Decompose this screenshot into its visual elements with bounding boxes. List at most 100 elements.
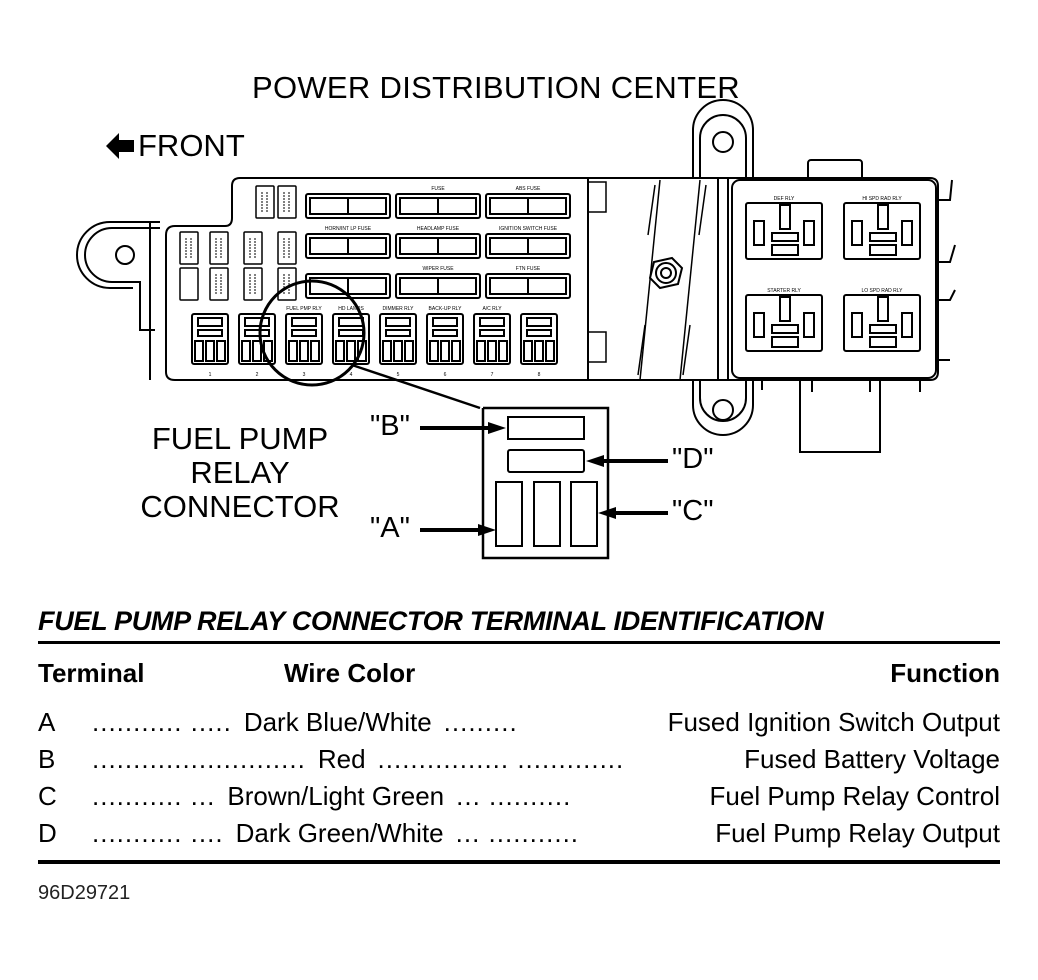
bottom-mounting-ear — [692, 380, 754, 436]
callout-a-label: "A" — [370, 512, 410, 544]
mini-fuse — [243, 267, 263, 301]
maxi-fuse-label: WIPER FUSE — [422, 266, 454, 272]
magnifier-leader-line — [351, 363, 481, 410]
mini-fuse — [255, 185, 275, 219]
relay-socket: BACK-UP RLY 6 — [426, 306, 464, 378]
mini-fuse — [243, 231, 263, 265]
relay-number: 3 — [303, 372, 306, 378]
arrow-left-icon — [106, 133, 134, 159]
large-relay-label: LO SPD RAD RLY — [861, 288, 903, 294]
maxi-fuse: IGNITION SWITCH FUSE — [485, 226, 571, 259]
maxi-fuse: HORN/INT LP FUSE — [305, 226, 391, 259]
connector-label-line: FUEL PUMP — [151, 421, 329, 456]
callout-c-label: "C" — [672, 495, 714, 527]
maxi-fuse: HEADLAMP FUSE — [395, 226, 481, 259]
relay-label: BACK-UP RLY — [429, 306, 463, 312]
large-relay-label: STARTER RLY — [767, 288, 801, 294]
large-relay-label: DEF RLY — [774, 196, 795, 202]
connector-label: FUEL PUMP RELAY CONNECTOR — [120, 422, 360, 524]
function-cell: Fuel Pump Relay Control — [709, 780, 1000, 811]
terminal-cell: A — [38, 706, 56, 737]
function-cell: Fuel Pump Relay Output — [715, 817, 1000, 848]
header-wire-color: Wire Color — [284, 658, 416, 688]
leader-dots: ... .......... — [456, 780, 572, 811]
relay-number: 4 — [350, 372, 353, 378]
front-direction-label: FRONT — [106, 128, 245, 164]
wire-color-cell: Red — [317, 743, 366, 774]
magnifier-circle — [258, 279, 366, 387]
large-relay-socket: HI SPD RAD RLY — [843, 196, 921, 260]
table-row: A........... .....Dark Blue/White.......… — [38, 704, 1000, 740]
diagram-title: POWER DISTRIBUTION CENTER — [251, 70, 740, 105]
relay-label: DIMMER RLY — [382, 306, 414, 312]
wire-color-cell: Dark Blue/White — [243, 706, 432, 737]
relay-number: 1 — [209, 372, 212, 378]
relay-socket: 2 — [238, 313, 276, 378]
leader-dots: ........... ... — [92, 780, 216, 811]
mounting-strap — [637, 179, 707, 381]
maxi-fuse: ABS FUSE — [485, 186, 571, 219]
wire-color-cell: Brown/Light Green — [227, 780, 445, 811]
terminal-cell: D — [38, 817, 57, 848]
mini-fuse — [179, 267, 199, 301]
header-terminal: Terminal — [38, 658, 145, 688]
terminal-c-slot — [570, 481, 598, 547]
relay-number: 2 — [256, 372, 259, 378]
table-row: D........... ....Dark Green/White... ...… — [38, 815, 1000, 851]
relay-label: A/C RLY — [482, 306, 502, 312]
housing-outline — [165, 177, 939, 381]
large-relay-socket: LO SPD RAD RLY — [843, 288, 921, 352]
maxi-fuse-label: ABS FUSE — [516, 186, 541, 192]
terminal-cell: C — [38, 780, 57, 811]
leader-dots: ... ........... — [455, 817, 580, 848]
mini-fuse — [277, 231, 297, 265]
leader-dots: ........... ..... — [92, 706, 232, 737]
maxi-fuse-label: FUSE — [431, 186, 445, 192]
maxi-fuse: WIPER FUSE — [395, 266, 481, 299]
large-relay-box — [731, 179, 937, 379]
mini-fuse — [179, 231, 199, 265]
maxi-fuse-label: FTN FUSE — [516, 266, 541, 272]
terminal-cell: B — [38, 743, 56, 774]
relay-label: HD LAMPS — [338, 306, 364, 312]
left-mounting-ear — [76, 221, 160, 380]
maxi-fuse: FUSE — [395, 186, 481, 219]
figure-code: 96D29721 — [38, 882, 131, 904]
connector-label-line: CONNECTOR — [140, 489, 340, 524]
table-top-rule — [38, 641, 1000, 644]
top-mounting-ear — [692, 99, 754, 178]
terminal-a-slot — [495, 481, 523, 547]
relay-number: 5 — [397, 372, 400, 378]
terminal-d-slot — [507, 449, 585, 473]
relay-socket: 8 — [520, 313, 558, 378]
relay-number: 8 — [538, 372, 541, 378]
mini-fuse — [209, 267, 229, 301]
table-bottom-rule — [38, 860, 1000, 864]
callout-b-label: "B" — [370, 410, 410, 442]
table-row: B..........................Red..........… — [38, 741, 1000, 777]
large-relay-socket: DEF RLY — [745, 196, 823, 260]
fuel-pump-relay-connector — [481, 406, 610, 560]
cable-bundle — [799, 380, 881, 453]
bolt-icon — [648, 256, 684, 290]
relay-number: 6 — [444, 372, 447, 378]
relay-label: FUEL PMP RLY — [286, 306, 322, 312]
table-row: C ........... ... Brown/Light Green ... ...… — [38, 778, 1000, 814]
header-function: Function — [890, 658, 1000, 688]
relay-socket: DIMMER RLY 5 — [379, 306, 417, 378]
mini-fuse-cluster — [179, 185, 297, 301]
terminal-b-slot — [507, 416, 585, 440]
table-title: FUEL PUMP RELAY CONNECTOR TERMINAL IDENT… — [38, 606, 824, 636]
maxi-fuse: FTN FUSE — [485, 266, 571, 299]
large-relay-label: HI SPD RAD RLY — [862, 196, 902, 202]
large-relay-grid: DEF RLY HI SPD RAD RLY STARTER RLY LO SPD R… — [745, 196, 921, 352]
leader-dots: .......................... — [92, 743, 306, 774]
terminal-slot-middle — [533, 481, 561, 547]
function-cell: Fused Battery Voltage — [744, 743, 1000, 774]
wire-color-cell: Dark Green/White — [235, 817, 444, 848]
maxi-fuse — [305, 193, 391, 219]
maxi-fuse-label: IGNITION SWITCH FUSE — [499, 226, 558, 232]
